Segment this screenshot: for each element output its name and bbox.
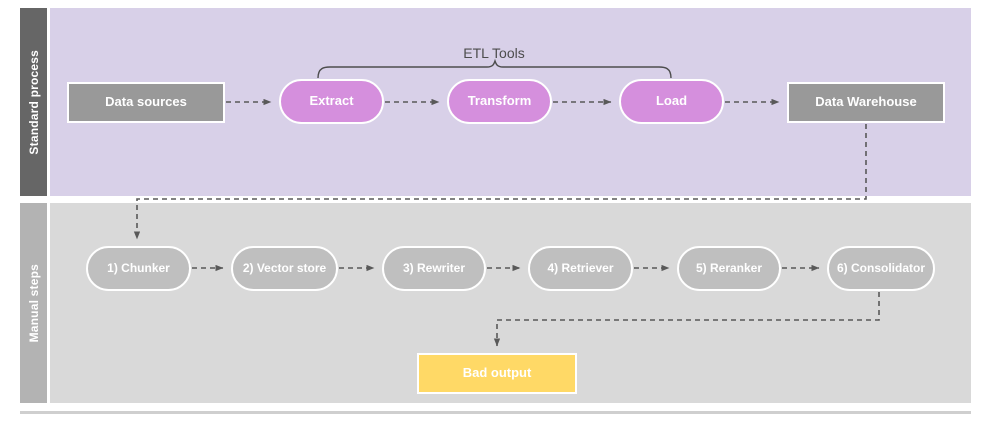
node-bad-output[interactable]: Bad output [417, 353, 577, 394]
lane-label-standard-process: Standard process [26, 49, 41, 155]
node-data-sources[interactable]: Data sources [67, 82, 225, 123]
node-load[interactable]: Load [619, 79, 724, 124]
lane-header-manual-steps: Manual steps [20, 203, 47, 403]
node-reranker[interactable]: 5) Reranker [677, 246, 781, 291]
node-transform[interactable]: Transform [447, 79, 552, 124]
node-vector-store[interactable]: 2) Vector store [231, 246, 338, 291]
node-consolidator[interactable]: 6) Consolidator [827, 246, 935, 291]
lane-header-standard-process: Standard process [20, 8, 47, 196]
node-chunker[interactable]: 1) Chunker [86, 246, 191, 291]
node-retriever[interactable]: 4) Retriever [528, 246, 633, 291]
node-extract[interactable]: Extract [279, 79, 384, 124]
lane-label-manual-steps: Manual steps [26, 263, 41, 343]
etl-tools-label: ETL Tools [463, 45, 525, 61]
bottom-divider [20, 411, 971, 414]
node-rewriter[interactable]: 3) Rewriter [382, 246, 486, 291]
node-data-warehouse[interactable]: Data Warehouse [787, 82, 945, 123]
